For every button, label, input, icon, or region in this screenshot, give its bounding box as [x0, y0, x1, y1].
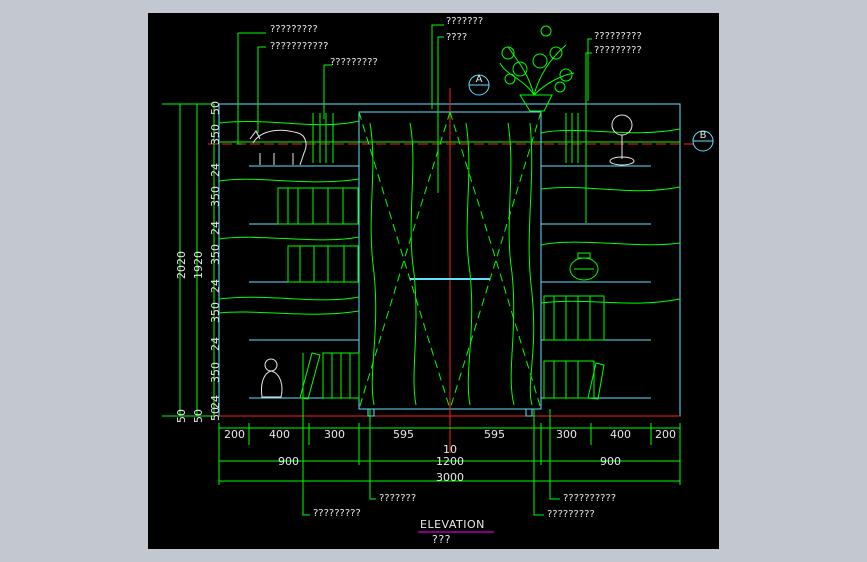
hdim-row1-2: 400: [269, 428, 290, 441]
vdim-outer-2: 50: [175, 409, 188, 423]
vdim-inner-3: 24: [209, 163, 222, 177]
vdim-inner-5: 24: [209, 221, 222, 235]
callout-bottom-2: ???????: [379, 493, 417, 504]
vdim-inner-9: 24: [209, 337, 222, 351]
hdim-row1-5: 595: [484, 428, 505, 441]
hdim-row1-3: 300: [324, 428, 345, 441]
hdim-row1-8: 200: [655, 428, 676, 441]
vdim-outer-1: 2020: [175, 251, 188, 279]
callout-top-4: ???????: [446, 16, 484, 27]
vdim-middle-1: 1920: [192, 251, 205, 279]
callout-top-5: ????: [446, 32, 468, 43]
cad-drawing-canvas: ????????? ??????????? ????????? ??????? …: [148, 13, 719, 549]
callout-top-3: ?????????: [330, 57, 378, 68]
callout-top-1: ?????????: [270, 24, 318, 35]
section-marker-b: B: [699, 130, 707, 141]
hdim-row2-1: 900: [278, 455, 299, 468]
hdim-row1-4: 595: [393, 428, 414, 441]
vdim-inner-7: 24: [209, 279, 222, 293]
hdim-row1-6: 300: [556, 428, 577, 441]
callout-bottom-1: ?????????: [313, 508, 361, 519]
section-marker-a: A: [475, 74, 483, 85]
drawing-subtitle: ???: [432, 533, 452, 546]
callout-bottom-4: ?????????: [547, 509, 595, 520]
callout-top-6: ?????????: [594, 31, 642, 42]
vdim-inner-1: 50: [209, 101, 222, 115]
elevation-drawing: [162, 24, 714, 533]
hdim-row1-7: 400: [610, 428, 631, 441]
drawing-title: ELEVATION: [420, 518, 485, 531]
callout-top-7: ?????????: [594, 45, 642, 56]
hdim-total: 3000: [436, 471, 464, 484]
hdim-row2-2: 1200: [436, 455, 464, 468]
vdim-inner-4: 350: [209, 186, 222, 207]
vdim-inner-10: 350: [209, 362, 222, 383]
vdim-inner-8: 350: [209, 302, 222, 323]
hdim-center: 10: [443, 443, 457, 456]
hdim-row2-3: 900: [600, 455, 621, 468]
vdim-inner-12: 50: [209, 407, 222, 421]
vdim-inner-6: 350: [209, 244, 222, 265]
callout-top-2: ???????????: [270, 41, 329, 52]
vdim-middle-2: 50: [192, 409, 205, 423]
callout-bottom-3: ??????????: [563, 493, 617, 504]
vdim-inner-2: 350: [209, 124, 222, 145]
hdim-row1-1: 200: [224, 428, 245, 441]
